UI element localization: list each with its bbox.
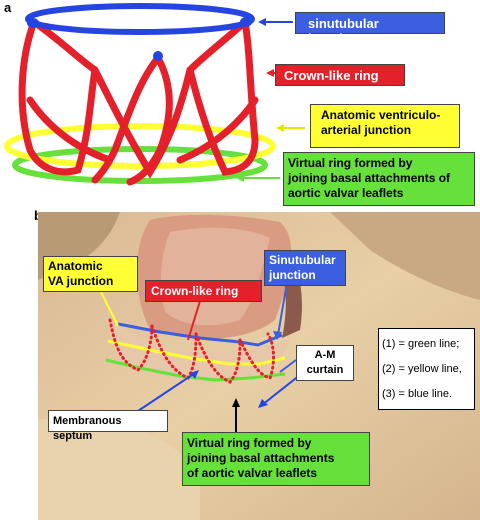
crown-label-b: Crown-like ring bbox=[145, 280, 262, 302]
ventriculo-label-a: Anatomic ventriculo- arterial junction bbox=[310, 104, 460, 148]
anatomic-va-label-b: Anatomic VA junction bbox=[43, 256, 138, 292]
virtual-ring-label-a-line2: joining basal attachments of bbox=[288, 171, 451, 185]
specimen-shadow-right bbox=[330, 212, 480, 300]
line-legend: (1) = green line; (2) = yellow line, (3)… bbox=[378, 328, 475, 410]
am-curtain-label-b: A-M curtain bbox=[296, 345, 354, 381]
panel-b-letter: b bbox=[34, 208, 42, 223]
panel-a-letter: a bbox=[4, 0, 12, 15]
virtual-ring-label-b-line1: Virtual ring formed by bbox=[187, 436, 312, 450]
sinutubular-label-a: sinutubular junction bbox=[295, 12, 445, 46]
virtual-ring-label-b-line2: joining basal attachments bbox=[187, 451, 335, 465]
am-curtain-label-b-line1: A-M bbox=[314, 349, 336, 361]
sinutubular-label-b-line2: junction bbox=[269, 268, 316, 282]
panel-b-arrows bbox=[99, 287, 301, 432]
virtual-ring-label-b: Virtual ring formed by joining basal att… bbox=[182, 432, 370, 486]
ventriculo-label-a-line1: Anatomic ventriculo- bbox=[321, 108, 441, 122]
virtual-ring-label-a: Virtual ring formed by joining basal att… bbox=[283, 152, 475, 206]
am-curtain-label-b-line2: curtain bbox=[306, 364, 344, 376]
ventriculo-label-a-line2: arterial junction bbox=[321, 123, 412, 137]
leaflet-area bbox=[115, 320, 290, 383]
crown-peak-left bbox=[27, 18, 39, 28]
legend-entry-yellow: (2) = yellow line, bbox=[382, 363, 462, 375]
membranous-label-b: Membranous septum bbox=[48, 410, 168, 442]
blue-ring bbox=[25, 3, 255, 35]
crown-label-b-text: Crown-like ring bbox=[151, 284, 239, 298]
crown-label-a: Crown-like ring bbox=[275, 64, 405, 86]
anatomic-va-label-b-line2: VA junction bbox=[48, 274, 114, 288]
virtual-ring-label-b-line3: of aortic valvar leaflets bbox=[187, 466, 318, 480]
legend-entry-green: (1) = green line; bbox=[382, 338, 460, 350]
panel-a-arrows bbox=[236, 18, 305, 182]
virtual-ring-label-a-line1: Virtual ring formed by bbox=[288, 156, 413, 170]
crown-peak-right bbox=[240, 17, 252, 27]
specimen-shadow-bottom bbox=[38, 417, 200, 520]
membranous-label-b-text: Membranous septum bbox=[53, 415, 122, 442]
crown-peak-middle bbox=[153, 51, 163, 61]
sinutubular-label-b-line1: Sinutubular bbox=[269, 253, 336, 267]
crown-ring bbox=[18, 18, 259, 186]
sinutubular-label-b: Sinutubular junction bbox=[264, 250, 346, 286]
legend-entry-blue: (3) = blue line. bbox=[382, 388, 453, 400]
anatomic-va-label-b-line1: Anatomic bbox=[48, 259, 103, 273]
virtual-ring-label-a-line3: aortic valvar leaflets bbox=[288, 186, 404, 200]
yellow-ring bbox=[4, 123, 276, 169]
crown-label-a-text: Crown-like ring bbox=[284, 68, 379, 83]
